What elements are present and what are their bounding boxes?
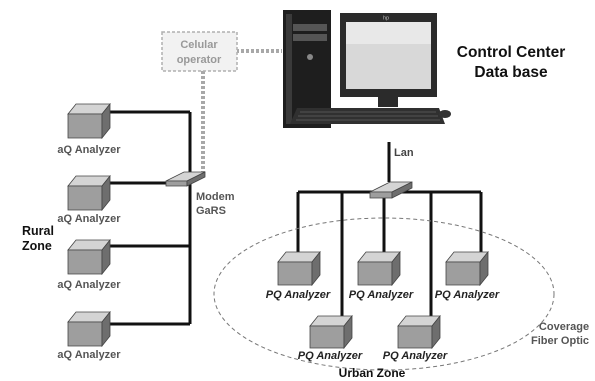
cellular-operator-label-1: Celular xyxy=(180,39,218,51)
rural-analyzer-box-2 xyxy=(67,174,111,212)
database-title: Data base xyxy=(474,64,548,81)
urban-analyzer-label-5: PQ Analyzer xyxy=(383,350,448,362)
monitor-brand-logo: hp xyxy=(383,16,389,22)
tower-drive-bay-2 xyxy=(293,34,327,41)
cellular-operator-node: Celular operator xyxy=(161,31,238,72)
urban-analyzer-label-4: PQ Analyzer xyxy=(298,350,363,362)
urban-analyzer-box-2 xyxy=(357,250,401,287)
lan-switch-icon xyxy=(369,181,413,199)
cellular-operator-label-2: operator xyxy=(177,54,222,66)
urban-zone-label: Urban Zone xyxy=(339,366,406,380)
rural-analyzer-label-3: aQ Analyzer xyxy=(57,279,121,291)
urban-analyzer-box-3 xyxy=(445,250,489,287)
rural-zone-label-2: Zone xyxy=(22,239,52,253)
rural-zone-label-1: Rural xyxy=(22,224,54,238)
monitor-neck xyxy=(378,97,398,107)
rural-analyzer-box-3 xyxy=(67,238,111,276)
urban-analyzer-box-4 xyxy=(309,314,353,350)
modem-label-1: Modem xyxy=(196,191,235,203)
modem-label-2: GaRS xyxy=(196,205,226,217)
fiber-coverage-ellipse xyxy=(213,217,555,371)
urban-analyzer-box-5 xyxy=(397,314,441,350)
mouse xyxy=(439,110,451,118)
monitor-screen-glare xyxy=(346,22,431,44)
tower-front-panel xyxy=(286,14,292,124)
urban-analyzer-label-3: PQ Analyzer xyxy=(435,289,500,301)
rural-analyzer-label-4: aQ Analyzer xyxy=(57,349,121,361)
urban-links xyxy=(296,142,483,322)
rural-analyzer-label-1: aQ Analyzer xyxy=(57,144,121,156)
modem-switch-icon xyxy=(165,171,206,187)
control-center-title: Control Center xyxy=(457,44,566,61)
urban-analyzer-label-1: PQ Analyzer xyxy=(266,289,331,301)
computer-icon: hp xyxy=(283,10,451,128)
coverage-label-1: Coverage xyxy=(539,321,589,333)
urban-analyzer-label-2: PQ Analyzer xyxy=(349,289,414,301)
tower-drive-bay-1 xyxy=(293,24,327,31)
rural-analyzer-box-4 xyxy=(67,310,111,348)
rural-analyzer-box-1 xyxy=(67,102,111,140)
rural-analyzer-label-2: aQ Analyzer xyxy=(57,213,121,225)
keyboard-keys xyxy=(296,111,440,121)
lan-label: Lan xyxy=(394,147,414,159)
urban-analyzer-box-1 xyxy=(277,250,321,287)
tower-logo xyxy=(307,54,313,60)
cellular-operator-box xyxy=(161,31,238,72)
coverage-label-2: Fiber Optic xyxy=(531,335,589,347)
cellular-links xyxy=(201,49,282,172)
